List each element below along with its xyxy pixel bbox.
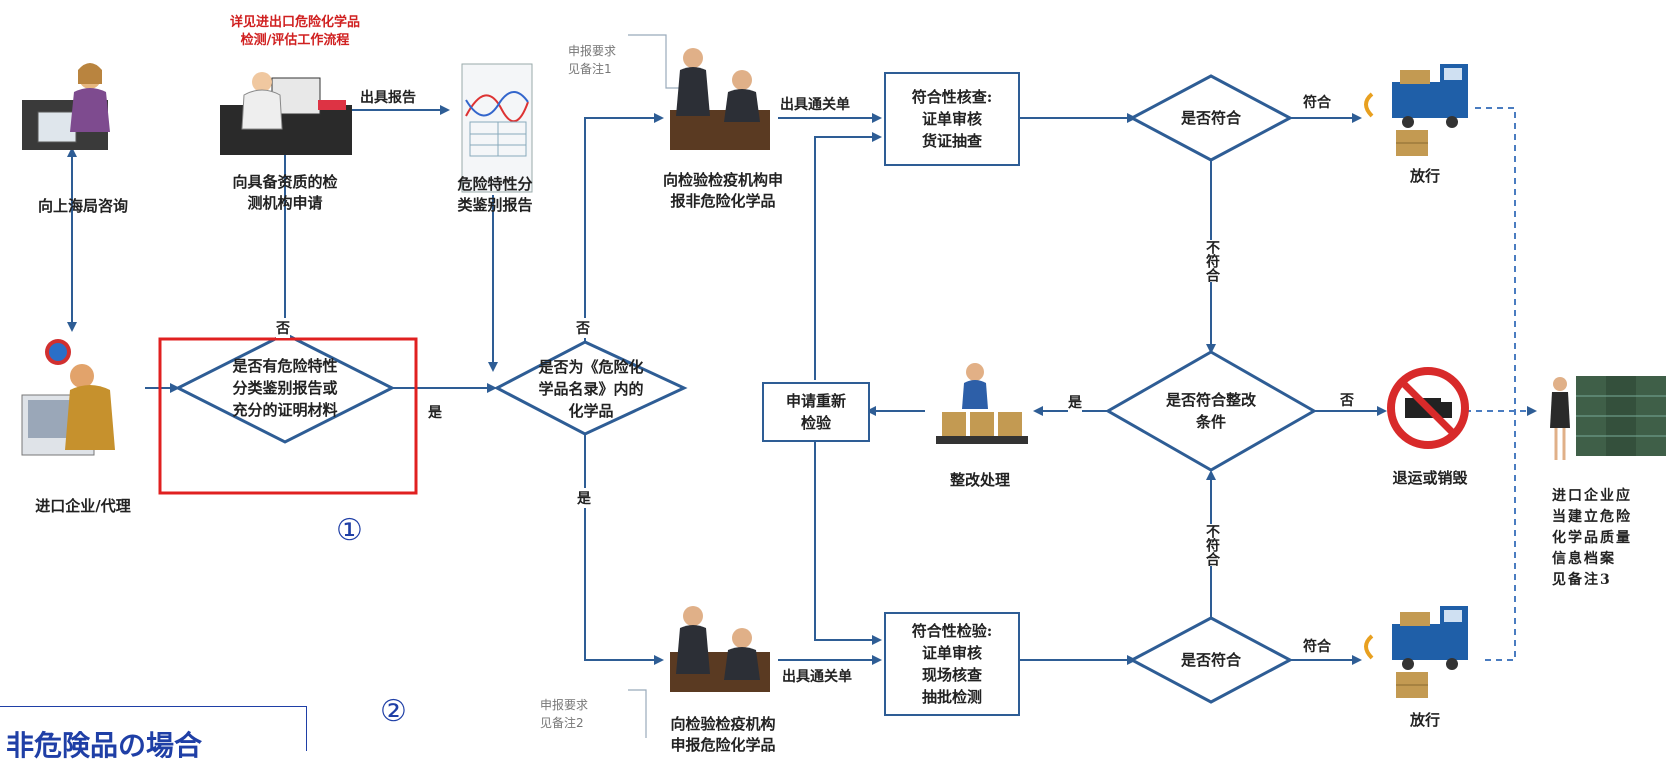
- highlight-rect: [158, 337, 418, 495]
- decision-conform-top-text: 是否符合: [1180, 109, 1241, 127]
- consult-label: 向上海局咨询: [37, 197, 128, 215]
- return-label: 退运或销毁: [1392, 469, 1468, 487]
- edge-reinspect-bottom: [814, 442, 882, 645]
- archive-icon: [1550, 376, 1666, 460]
- release-top-label: 放行: [1409, 167, 1440, 185]
- report-document-icon: [461, 63, 533, 193]
- edge-d2-declare-haz: [584, 434, 664, 665]
- decision-diamond-has-report: [174, 332, 396, 444]
- officers-top-icon: [670, 48, 770, 150]
- edge-label-yes-d2: 是: [577, 488, 591, 508]
- declare-hazard-label: 向检验检疫机构 申报危险化学品: [670, 715, 776, 754]
- marker-1: ①: [336, 513, 363, 548]
- edge-label-issue-clearance-bottom: 出具通关单: [782, 666, 852, 686]
- edge-label-conform-bottom: 符合: [1303, 636, 1331, 656]
- edge-label-issue-report: 出具报告: [360, 87, 416, 107]
- lab-apply-label: 向具备资质的检 测机构申请: [232, 173, 338, 212]
- lab-person-icon: [220, 72, 352, 155]
- edge-reinspect-top: [814, 132, 882, 380]
- truck-top-icon: [1364, 64, 1468, 156]
- lab-process-note: 详见进出口危险化学品 检测/评估工作流程: [229, 15, 360, 48]
- edge-label-nonconform-top: 不符合: [1202, 240, 1222, 282]
- no-truck-sign-icon: [1387, 367, 1469, 449]
- edge-label-issue-clearance-top: 出具通关单: [780, 94, 850, 114]
- edge-d2-declare-non: [584, 113, 664, 342]
- check-bottom-box: 符合性检验: 证单审核 现场核查 抽批检测: [884, 612, 1020, 716]
- reinspect-box: 申请重新 检验: [762, 382, 870, 442]
- edge-label-yes-d4: 是: [1068, 392, 1082, 412]
- decision-diamond-in-catalog: [493, 340, 688, 436]
- marker-2: ②: [380, 694, 407, 729]
- decision-rectifiable-text: 是否符合整改 条件: [1165, 391, 1256, 431]
- decision-diamond-rectifiable: [1104, 350, 1318, 472]
- decision-conform-bottom-text: 是否符合: [1180, 651, 1241, 669]
- declare-requirement-note-1: 申报要求 见备注1: [568, 44, 617, 76]
- importer-person-icon: [21, 339, 115, 456]
- edge-label-no-d2: 否: [576, 318, 590, 338]
- officers-bottom-icon: [670, 606, 770, 692]
- decision-in-catalog-text: 是否为《危险化 学品名录》内的 化学品: [538, 358, 644, 420]
- archive-label: 进口企业应 当建立危险 化学品质量 信息档案 见备注3: [1552, 488, 1632, 588]
- declare-non-hazard-label: 向检验检疫机构申 报非危险化学品: [662, 171, 783, 210]
- caption-box: [0, 706, 307, 751]
- decision-has-report-text: 是否有危险特性 分类鉴别报告或 充分的证明材料: [232, 357, 338, 419]
- edge-label-no-d1: 否: [276, 318, 290, 338]
- consult-person-icon: [22, 63, 110, 150]
- dashed-release-top: [1475, 107, 1516, 661]
- report-label: 危险特性分 类鉴别报告: [457, 175, 533, 214]
- edge-label-nonconform-bottom: 不符合: [1202, 524, 1222, 566]
- decision-diamond-conform-bottom: [1128, 616, 1294, 704]
- decision-diamond-conform-top: [1128, 74, 1294, 162]
- rectify-worker-icon: [936, 363, 1028, 444]
- caption-text: 非危険品の場合: [6, 729, 203, 762]
- declare-requirement-note-2: 申报要求 见备注2: [540, 698, 589, 730]
- edge-label-conform-top: 符合: [1303, 92, 1331, 112]
- truck-bottom-icon: [1364, 606, 1468, 698]
- edge-label-no-d4: 否: [1340, 390, 1354, 410]
- check-top-box: 符合性核查: 证单审核 货证抽查: [884, 72, 1020, 166]
- rectify-label: 整改处理: [949, 471, 1010, 489]
- edge-label-yes-d1: 是: [428, 402, 442, 422]
- release-bottom-label: 放行: [1409, 711, 1440, 729]
- importer-label: 进口企业/代理: [35, 497, 131, 515]
